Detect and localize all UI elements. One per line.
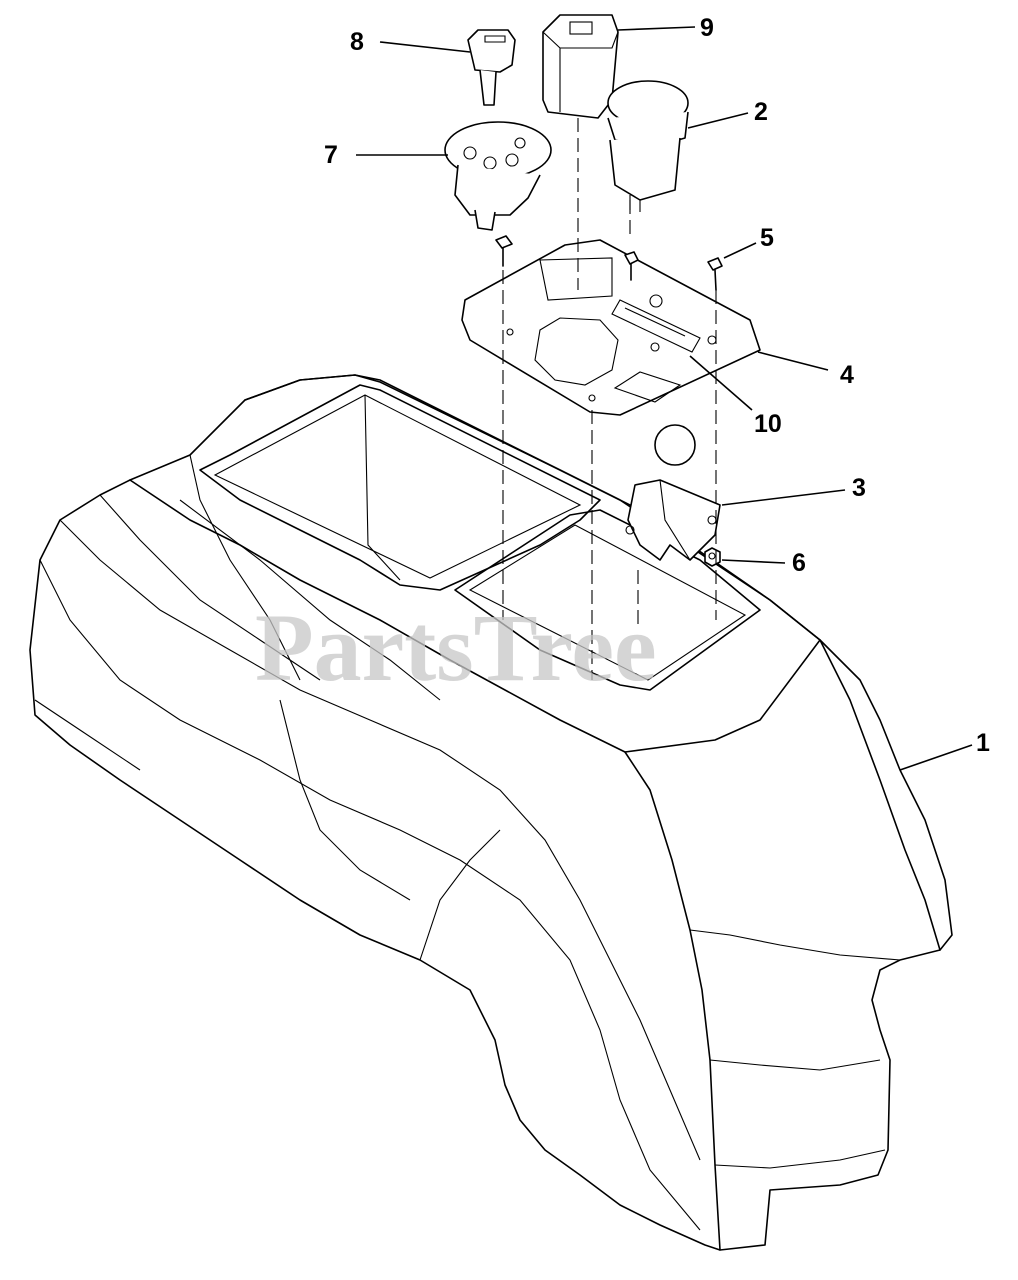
part-6-nut (704, 547, 721, 567)
callout-2: 2 (754, 98, 768, 126)
callout-8: 8 (350, 28, 364, 56)
part-3-bracket (625, 479, 721, 561)
callout-6: 6 (792, 549, 806, 577)
callout-1: 1 (976, 729, 990, 757)
part-5-screws (495, 235, 723, 291)
part-2-pto-switch (607, 80, 689, 212)
part-7-ignition-switch (444, 121, 552, 231)
part-9-switch-module (542, 14, 619, 119)
watermark: PartsTree (255, 594, 657, 701)
leader-lines (356, 26, 973, 771)
callout-5: 5 (760, 224, 774, 252)
part-1-fender-housing (29, 374, 953, 1251)
callout-10: 10 (754, 410, 782, 438)
callout-9: 9 (700, 14, 714, 42)
alignment-lines (502, 118, 717, 680)
callout-3: 3 (852, 474, 866, 502)
callout-7: 7 (324, 141, 338, 169)
part-8-key (467, 29, 516, 106)
grommet-ball (654, 424, 696, 466)
callout-labels: 8 9 2 7 5 4 10 3 6 1 (324, 14, 990, 757)
callout-4: 4 (840, 361, 854, 389)
part-4-mounting-plate (461, 239, 761, 416)
